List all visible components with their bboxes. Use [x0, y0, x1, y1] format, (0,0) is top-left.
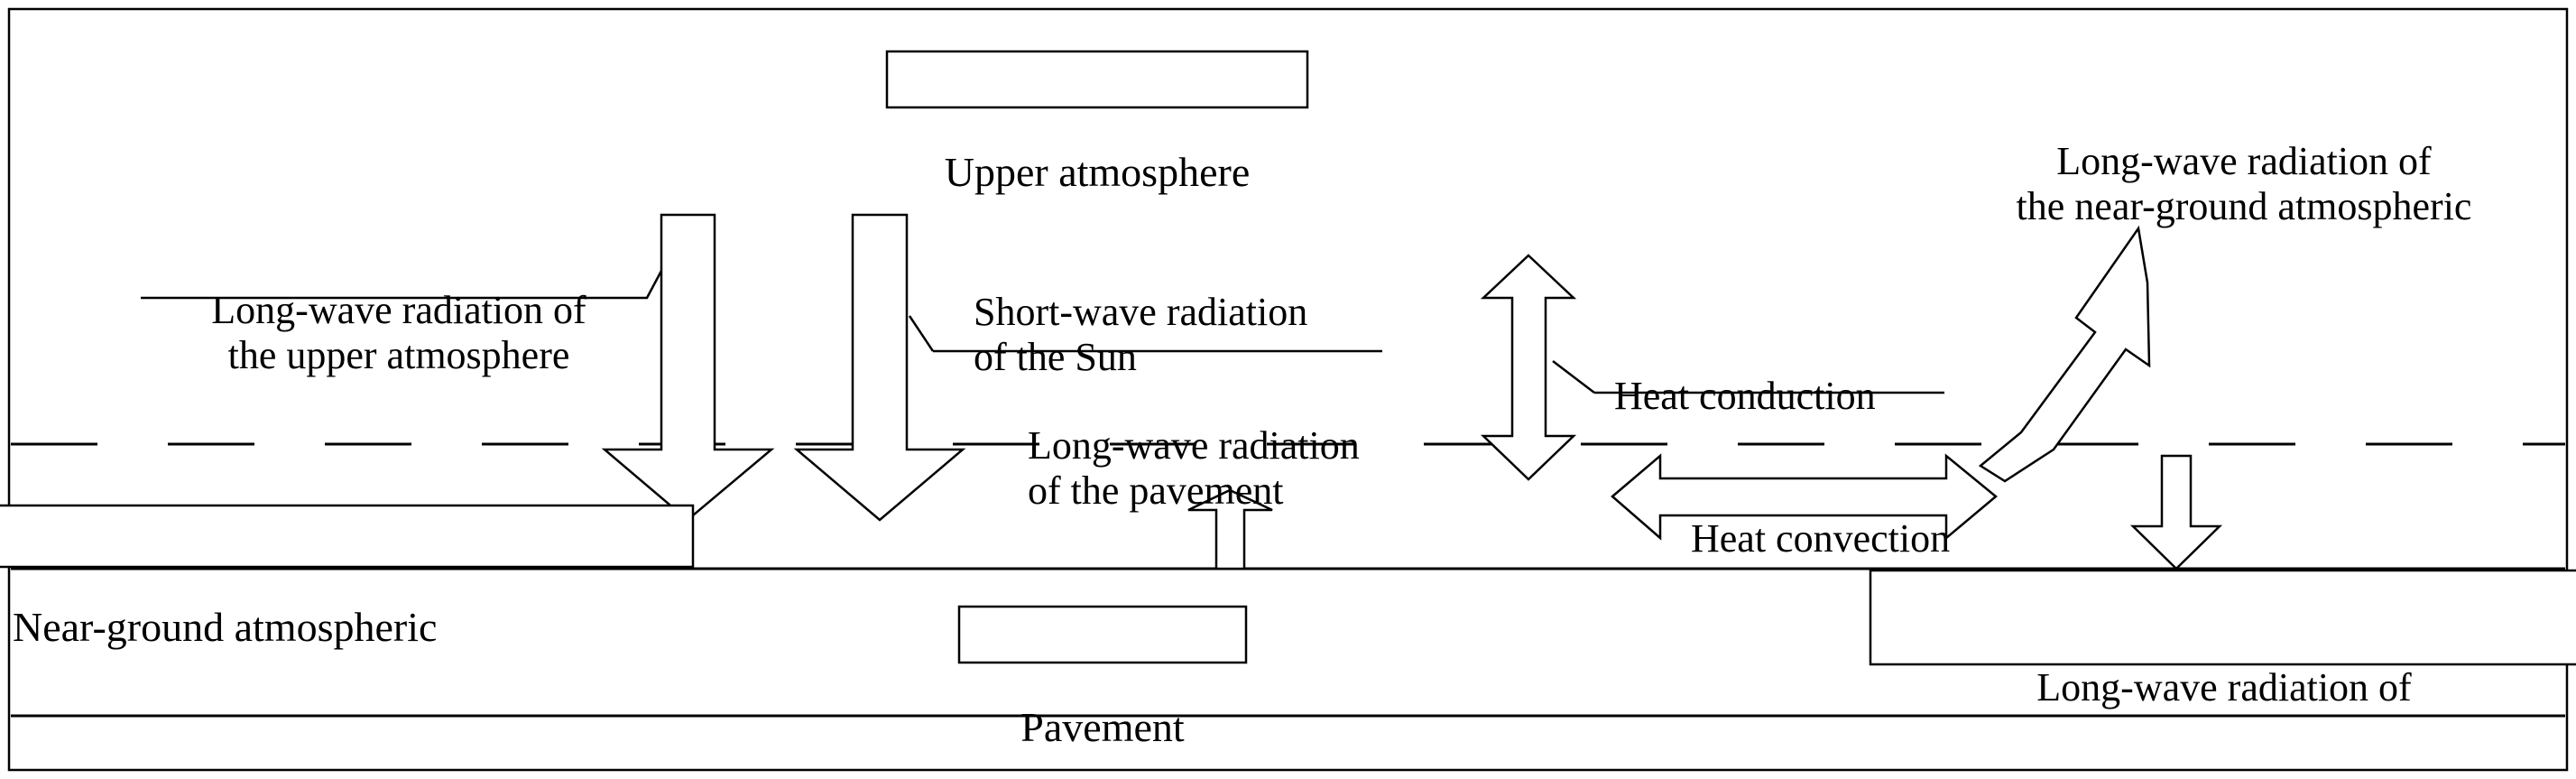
long-wave-pavement-line2: of the pavement: [1028, 468, 1284, 513]
heat-convection-label-text: Heat convection: [1691, 516, 1951, 561]
heat-convection-arrow: [1611, 453, 1998, 541]
upper-atmosphere-label-text: Upper atmosphere: [944, 149, 1251, 196]
near-ground-atmospheric-label: Near-ground atmospheric: [0, 505, 693, 650]
heat-conduction-label-text: Heat conduction: [1614, 374, 1876, 419]
long-wave-near-ground-down-line1: Long-wave radiation of: [2036, 664, 2412, 709]
pavement-label-box: [957, 605, 1248, 664]
long-wave-upper-atmosphere-arrow-b: [793, 213, 966, 522]
leader-line-short-wave-tick: [908, 315, 935, 352]
outer-frame: [7, 7, 2569, 772]
long-wave-near-ground-down-arrow: [2129, 454, 2223, 570]
upper-atmosphere-label-box: [885, 50, 1309, 109]
long-wave-near-ground-down-label: Long-wave radiation of the near-ground a…: [1870, 570, 2576, 709]
long-wave-upper-atmosphere-line2: the upper atmosphere: [227, 332, 570, 377]
long-wave-upper-atmosphere-arrow-a: [601, 213, 775, 522]
heat-conduction-arrow: [1480, 254, 1577, 481]
long-wave-near-ground-up-line2: the near-ground atmospheric: [2016, 183, 2472, 228]
near-ground-atmospheric-label-text: Near-ground atmospheric: [13, 604, 438, 651]
long-wave-upper-atmosphere-label: Long-wave radiation of the upper atmosph…: [108, 244, 650, 422]
leader-line-heat-conduction-tick: [1552, 360, 1595, 394]
long-wave-upper-atmosphere-line1: Long-wave radiation of: [211, 288, 586, 333]
upper-atmosphere-label: Upper atmosphere: [887, 51, 1307, 195]
short-wave-radiation-label: Short-wave radiation of the Sun: [934, 246, 1421, 423]
near-ground-label-box: [0, 504, 695, 569]
heat-conduction-label: Heat conduction: [1574, 329, 1876, 463]
long-wave-near-ground-up-label: Long-wave radiation of the near-ground a…: [1881, 95, 2567, 273]
long-wave-near-ground-down-label-box: [1869, 569, 2576, 666]
pavement-label-text: Pavement: [1020, 704, 1185, 751]
long-wave-pavement-line1: Long-wave radiation: [1028, 423, 1360, 468]
short-wave-radiation-line2: of the Sun: [974, 334, 1137, 379]
leader-line-long-wave-upper: [141, 270, 663, 300]
long-wave-near-ground-up-arrow: [1978, 225, 2151, 483]
pavement-label: Pavement: [959, 607, 1246, 750]
short-wave-radiation-line1: Short-wave radiation: [974, 290, 1308, 335]
long-wave-pavement-label: Long-wave radiation of the pavement: [988, 379, 1475, 557]
long-wave-near-ground-up-line1: Long-wave radiation of: [2056, 139, 2432, 184]
heat-convection-label: Heat convection: [1651, 472, 1950, 606]
long-wave-pavement-arrow: [1187, 488, 1273, 570]
